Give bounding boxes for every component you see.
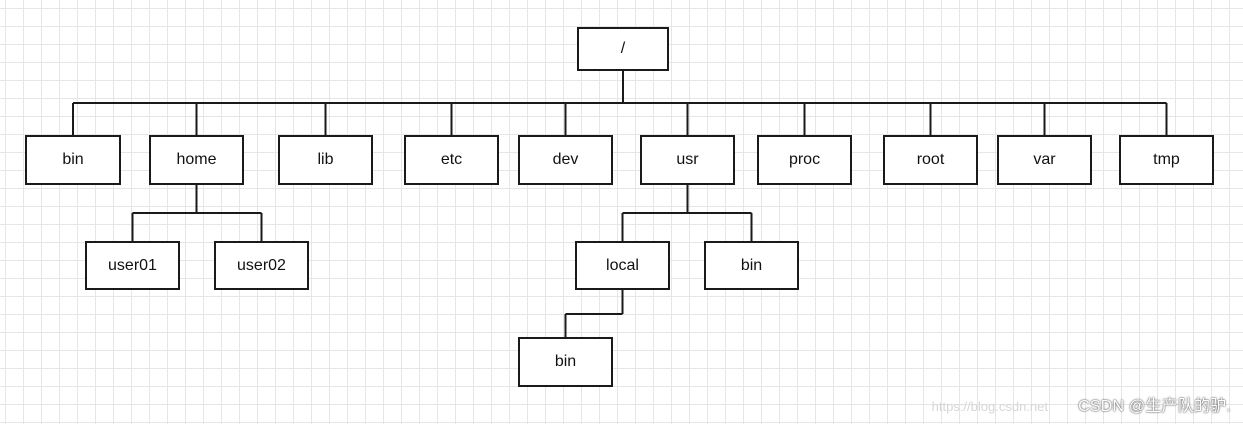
- node-usr-label: usr: [676, 151, 699, 168]
- watermark: CSDN @生产队的驴.: [1078, 398, 1231, 415]
- connector-local: [564, 290, 624, 337]
- node-root-label: root: [916, 151, 945, 168]
- node-etc: etc: [404, 135, 499, 185]
- node-dev-label: dev: [552, 151, 579, 168]
- node-local-label: local: [606, 256, 639, 274]
- node-dev: dev: [518, 135, 613, 185]
- node-lib: lib: [278, 135, 373, 185]
- node-user02: user02: [214, 241, 309, 290]
- node-var-label: var: [1033, 151, 1056, 168]
- node-root: root: [883, 135, 978, 185]
- node-lib-label: lib: [317, 151, 334, 168]
- node-user01: user01: [85, 241, 180, 290]
- node-proc: proc: [757, 135, 852, 185]
- node-bin-label: bin: [62, 151, 84, 168]
- node-local-bin: bin: [518, 337, 613, 387]
- node-user02-label: user02: [237, 256, 286, 274]
- node-etc-label: etc: [440, 151, 463, 168]
- node-usr-bin-label: bin: [740, 256, 763, 274]
- node-proc-label: proc: [788, 151, 821, 168]
- node-home-label: home: [176, 151, 217, 168]
- node-local: local: [575, 241, 670, 290]
- node-root-dir-label: /: [620, 40, 626, 57]
- connector-root_dir: [72, 71, 1168, 135]
- connector-home: [131, 185, 263, 241]
- node-tmp: tmp: [1119, 135, 1214, 185]
- node-local-bin-label: bin: [554, 353, 577, 370]
- node-user01-label: user01: [108, 256, 157, 274]
- node-bin: bin: [25, 135, 121, 185]
- watermark-url: https://blog.csdn.net: [931, 399, 1048, 414]
- connector-usr: [621, 185, 753, 241]
- node-home: home: [149, 135, 244, 185]
- node-tmp-label: tmp: [1153, 151, 1180, 168]
- node-usr-bin: bin: [704, 241, 799, 290]
- node-var: var: [997, 135, 1092, 185]
- node-usr: usr: [640, 135, 735, 185]
- node-root-dir: /: [577, 27, 669, 71]
